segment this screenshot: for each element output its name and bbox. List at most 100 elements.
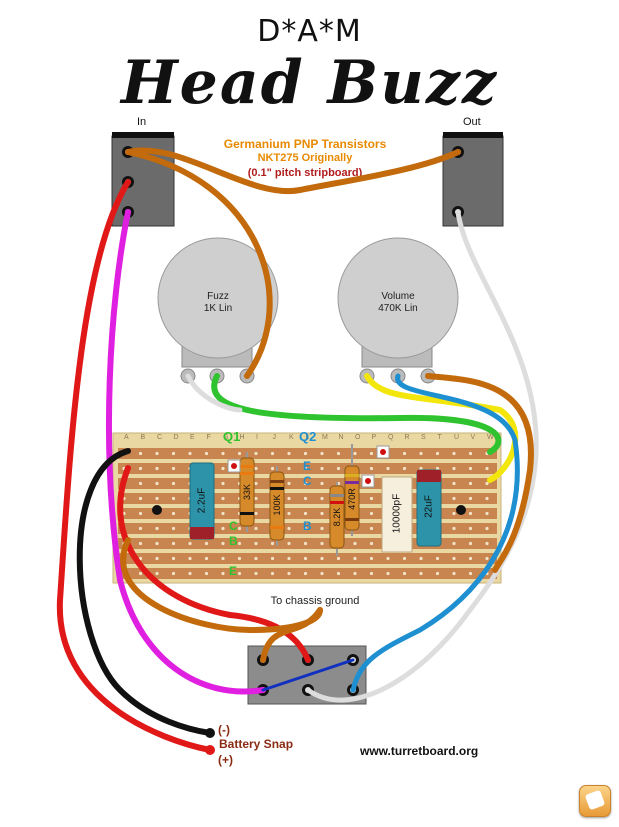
- strip-hole: [336, 556, 341, 561]
- board-column-letter: P: [371, 434, 377, 441]
- strip-hole: [485, 481, 489, 486]
- out-jack-label: Out: [463, 116, 481, 128]
- copper-strip: [118, 448, 497, 459]
- board-column-letter: A: [124, 434, 129, 441]
- strip-hole: [303, 451, 308, 456]
- strip-hole: [320, 451, 324, 456]
- battery-snap-label: Battery Snap: [219, 737, 294, 751]
- strip-hole: [320, 556, 324, 561]
- strip-hole: [155, 556, 159, 561]
- board-column-letter: S: [421, 434, 426, 441]
- strip-hole: [221, 526, 225, 531]
- q1-collector-pin: C: [229, 519, 238, 533]
- black-wire-battery: [76, 448, 213, 736]
- board-column-letter: K: [289, 434, 294, 441]
- cap-22uf-label: 22uF: [423, 495, 435, 518]
- orange-wire-in-out: [125, 147, 461, 195]
- red-wire-in: [56, 179, 213, 753]
- strip-hole: [155, 496, 159, 501]
- strip-hole: [386, 556, 390, 561]
- strip-hole: [320, 541, 324, 546]
- strip-hole: [468, 496, 473, 501]
- q2-base-pin: B: [303, 519, 312, 533]
- capacitor-22uf: [416, 469, 442, 547]
- strip-hole: [171, 526, 176, 531]
- strip-hole: [353, 571, 357, 576]
- strip-hole: [468, 526, 473, 531]
- strip-hole: [155, 466, 159, 471]
- strip-hole: [270, 571, 275, 576]
- cap-10000pf-label: 10000pF: [391, 493, 403, 534]
- strip-hole: [402, 466, 407, 471]
- strip-hole: [402, 556, 407, 561]
- copper-strip: [118, 538, 497, 549]
- strip-hole: [419, 451, 423, 456]
- board-column-letter: L: [305, 434, 310, 441]
- strip-hole: [171, 511, 176, 516]
- strip-hole: [353, 451, 357, 456]
- strip-hole: [171, 496, 176, 501]
- resistor-8-2k: [329, 482, 345, 556]
- strip-hole: [369, 496, 374, 501]
- strip-hole: [287, 481, 291, 486]
- strip-hole: [138, 511, 143, 516]
- board-column-letter: F: [206, 434, 211, 441]
- strip-hole: [254, 541, 258, 546]
- strip-hole: [221, 496, 225, 501]
- strip-hole: [435, 451, 440, 456]
- battery-negative-terminal: [205, 728, 215, 738]
- cap-2-2uf-label: 2.2uF: [196, 487, 208, 514]
- board-column-letter: D: [173, 434, 179, 441]
- strip-hole: [287, 451, 291, 456]
- board-column-letter: M: [322, 434, 328, 441]
- strip-hole: [221, 541, 225, 546]
- strip-hole: [287, 556, 291, 561]
- app-corner-icon[interactable]: [579, 785, 611, 817]
- strip-hole: [320, 496, 324, 501]
- q2-emitter-pin: E: [303, 459, 312, 473]
- strip-hole: [188, 571, 192, 576]
- resistor-8-2k-label: 8.2K: [332, 507, 342, 527]
- transistor-q2-label: Q2: [299, 429, 317, 444]
- strip-hole: [369, 571, 374, 576]
- note-pitch: (0.1" pitch stripboard): [247, 167, 363, 179]
- strip-hole: [452, 451, 456, 456]
- strip-hole: [155, 481, 159, 486]
- strip-hole: [369, 511, 374, 516]
- strip-hole: [254, 556, 258, 561]
- wires: [56, 147, 539, 753]
- board-column-letter: G: [223, 434, 229, 441]
- strip-hole: [155, 451, 159, 456]
- strip-hole: [435, 571, 440, 576]
- orange-wire-fuzz-board: [260, 607, 323, 663]
- strip-hole: [204, 571, 209, 576]
- board-column-letter: R: [404, 434, 410, 441]
- in-jack-label: In: [137, 116, 147, 128]
- strip-hole: [336, 451, 341, 456]
- strip-hole: [138, 556, 143, 561]
- copper-strip: [118, 523, 497, 534]
- strip-hole: [221, 556, 225, 561]
- strip-hole: [204, 451, 209, 456]
- strip-hole: [303, 511, 308, 516]
- strip-hole: [303, 466, 308, 471]
- q2-collector-pin: C: [303, 474, 312, 488]
- strip-hole: [468, 556, 473, 561]
- strip-hole: [320, 511, 324, 516]
- board-column-letter: C: [157, 434, 163, 441]
- strip-hole: [353, 556, 357, 561]
- strip-hole: [287, 466, 291, 471]
- copper-strip: [118, 568, 497, 579]
- footer-site-link[interactable]: www.turretboard.org: [360, 744, 479, 758]
- strip-hole: [468, 481, 473, 486]
- strip-hole: [221, 466, 225, 471]
- strip-hole: [303, 541, 308, 546]
- battery-negative-label: (-): [218, 723, 230, 737]
- strip-hole: [452, 511, 456, 516]
- strip-hole: [237, 556, 242, 561]
- strip-hole: [221, 481, 225, 486]
- gray-wire-fuzz: [185, 373, 243, 413]
